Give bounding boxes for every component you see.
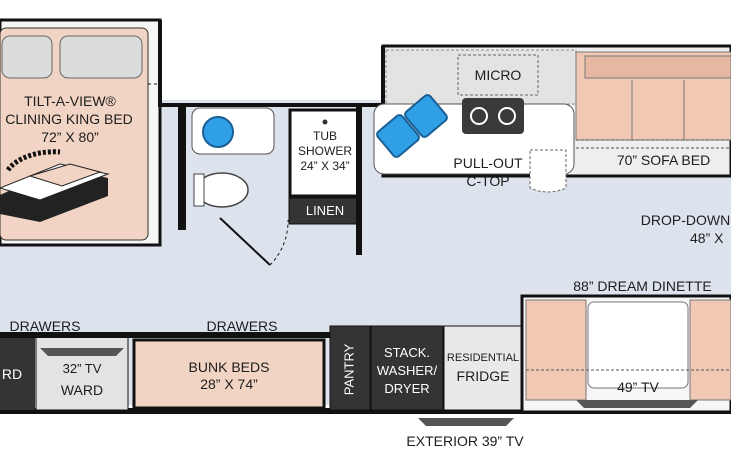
shower-label-2: SHOWER xyxy=(298,144,352,158)
sofa-label: 70” SOFA BED xyxy=(616,152,711,168)
washer-label-1: STACK. xyxy=(384,345,430,360)
dropdown-label-2: 48” X xyxy=(690,230,724,246)
bed-label-1: TILT-A-VIEW® xyxy=(24,93,116,109)
dropdown-label-1: DROP-DOWN xyxy=(640,212,731,228)
pillow-right xyxy=(59,35,143,79)
rd-label: RD xyxy=(1,366,23,382)
dinette-label: 88” DREAM DINETTE xyxy=(573,278,712,294)
fridge xyxy=(443,325,523,411)
exterior-tv-label: EXTERIOR 39” TV xyxy=(406,433,524,449)
tv49-label: 49” TV xyxy=(617,379,659,395)
bath-door-swing xyxy=(219,217,271,266)
bunk-beds xyxy=(132,338,326,410)
tilt-bed-icon xyxy=(0,149,110,222)
wardrobe-label-2: WARD xyxy=(60,382,104,398)
dinette-seat-left xyxy=(525,299,587,401)
bath-sink xyxy=(202,116,234,148)
drawers-mid-label: DRAWERS xyxy=(206,318,278,334)
shower-label-3: 24” X 34” xyxy=(300,159,350,173)
exterior-wall-top xyxy=(158,20,385,107)
micro-label: MICRO xyxy=(474,67,522,83)
tv-32 xyxy=(40,348,124,356)
rd-cabinet xyxy=(0,336,35,410)
shower-label-1: TUB xyxy=(313,129,337,143)
bath-wall-left xyxy=(178,105,186,230)
drawers-left-label: DRAWERS xyxy=(9,318,81,334)
bath-wall-right xyxy=(356,105,362,255)
cooktop xyxy=(462,98,524,134)
linen-label: LINEN xyxy=(305,203,345,218)
fridge-label-2: FRIDGE xyxy=(456,368,510,384)
kitchen-sink xyxy=(376,94,448,158)
pullout-label-1: PULL-OUT xyxy=(453,155,523,171)
washer-label-2: WASHER/ xyxy=(376,363,438,378)
pillow-left xyxy=(1,35,53,79)
bed-label-3: 72” X 80” xyxy=(41,129,99,145)
bunk-label-2: 28” X 74” xyxy=(200,376,258,392)
pullout-label-2: C-TOP xyxy=(466,173,510,189)
dinette-seat-right xyxy=(689,299,731,401)
fridge-label-1: RESIDENTIAL xyxy=(446,352,520,364)
washer-dryer xyxy=(370,325,444,411)
microwave-box xyxy=(457,54,539,96)
wall-lower-left xyxy=(0,332,330,338)
bed-label-2: CLINING KING BED xyxy=(5,111,133,127)
tv-49 xyxy=(576,400,698,408)
bunk-label-1: BUNK BEDS xyxy=(188,359,270,375)
exterior-tv-shape xyxy=(418,418,514,426)
pullout-ctop xyxy=(529,149,567,193)
pantry-label: PANTRY xyxy=(341,343,357,396)
pantry-cabinet xyxy=(329,325,371,411)
dinette-table xyxy=(587,301,689,389)
wardrobe-label-1: 32” TV xyxy=(62,361,102,376)
washer-label-3: DRYER xyxy=(384,381,430,396)
exterior-wall-bottom xyxy=(0,408,731,414)
